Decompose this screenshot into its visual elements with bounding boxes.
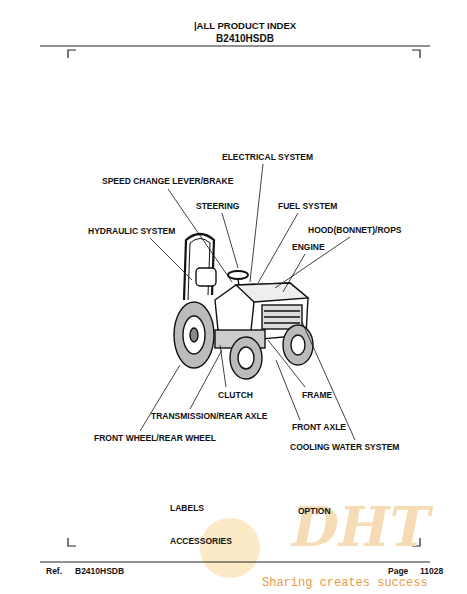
part-group: OPTION [298,507,331,516]
part-group: LABELS [170,504,204,513]
page-title: |ALL PRODUCT INDEX [194,21,296,31]
footer-text: Page [388,567,408,576]
part-group: ACCESSORIES [170,537,232,546]
part-group: TRANSMISSION/REAR AXLE [151,412,267,421]
part-group: ELECTRICAL SYSTEM [222,153,313,162]
footer-text: B2410HSDB [75,567,124,576]
part-group: STEERING [196,202,239,211]
part-group: SPEED CHANGE LEVER/BRAKE [102,177,233,186]
watermark: Sharing creates success [262,577,428,589]
part-group: CLUTCH [218,391,253,400]
part-group: FRONT WHEEL/REAR WHEEL [94,434,216,443]
part-group: FRONT AXLE [292,423,346,432]
part-group: COOLING WATER SYSTEM [290,443,399,452]
footer-text: 11028 [420,567,443,576]
part-group: ENGINE [292,243,325,252]
part-group: FRAME [302,391,332,400]
model-header: B2410HSDB [216,34,274,44]
footer-text: Ref. [46,567,62,576]
part-group: FUEL SYSTEM [278,202,337,211]
part-group: HYDRAULIC SYSTEM [88,227,175,236]
part-group: HOOD(BONNET)/ROPS [308,226,402,235]
